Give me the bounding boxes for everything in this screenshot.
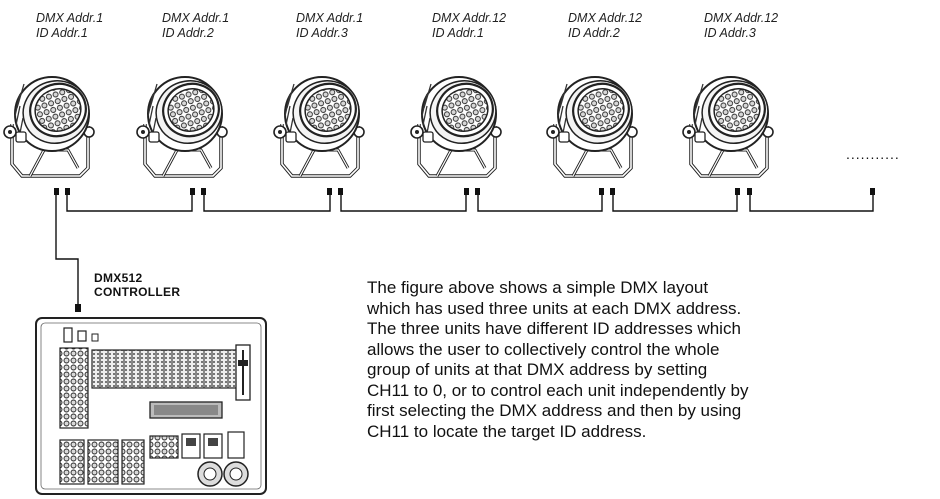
dmx-address-label: DMX Addr.1 xyxy=(36,11,104,25)
id-address-label: ID Addr.2 xyxy=(162,26,214,40)
dmx-cable-chain xyxy=(55,194,874,305)
fixture-5 xyxy=(545,70,642,178)
description-line: The figure above shows a simple DMX layo… xyxy=(367,278,709,297)
description-line: CH11 to locate the target ID address. xyxy=(367,421,647,441)
fixture-2 xyxy=(135,70,232,178)
id-address-label: ID Addr.1 xyxy=(36,26,88,40)
fixture-label-3: DMX Addr.1 ID Addr.3 xyxy=(296,11,363,41)
fixture-label-4: DMX Addr.12 ID Addr.1 xyxy=(432,11,506,41)
fixture-6 xyxy=(681,70,778,178)
dmx-controller-graphic xyxy=(35,317,267,495)
description-line: group of units at that DMX address by se… xyxy=(367,360,708,379)
description-line: first selecting the DMX address and then… xyxy=(367,401,742,420)
dmx-address-label: DMX Addr.12 xyxy=(704,11,779,25)
controller-label: DMX512 CONTROLLER xyxy=(94,271,180,299)
fixture-4 xyxy=(409,70,506,178)
dmx-address-label: DMX Addr.12 xyxy=(432,11,507,25)
description-line: The three units have different ID addres… xyxy=(367,319,741,338)
continuation-dots: ........... xyxy=(846,146,900,162)
fixture-3 xyxy=(272,70,369,178)
description-line: CH11 to 0, or to control each unit indep… xyxy=(367,380,749,400)
id-address-label: ID Addr.3 xyxy=(704,26,756,40)
fixture-1 xyxy=(2,70,99,178)
dmx-address-label: DMX Addr.1 xyxy=(162,11,230,25)
id-address-label: ID Addr.3 xyxy=(296,26,348,40)
fixture-label-5: DMX Addr.12 ID Addr.2 xyxy=(568,11,642,41)
description-text: The figure above shows a simple DMX layo… xyxy=(367,278,940,442)
fixture-label-6: DMX Addr.12 ID Addr.3 xyxy=(704,11,778,41)
fixture-label-1: DMX Addr.1 ID Addr.1 xyxy=(36,11,103,41)
description-line: which has used three units at each DMX a… xyxy=(367,298,742,318)
id-address-label: ID Addr.2 xyxy=(568,26,620,40)
controller-label-line2: CONTROLLER xyxy=(94,285,181,299)
fixture-label-2: DMX Addr.1 ID Addr.2 xyxy=(162,11,229,41)
id-address-label: ID Addr.1 xyxy=(432,26,484,40)
description-line: allows the user to collectively control … xyxy=(367,339,720,359)
xlr-connectors xyxy=(54,188,875,312)
dmx-address-label: DMX Addr.12 xyxy=(568,11,643,25)
dmx-address-label: DMX Addr.1 xyxy=(296,11,364,25)
controller-label-line1: DMX512 xyxy=(94,271,143,285)
